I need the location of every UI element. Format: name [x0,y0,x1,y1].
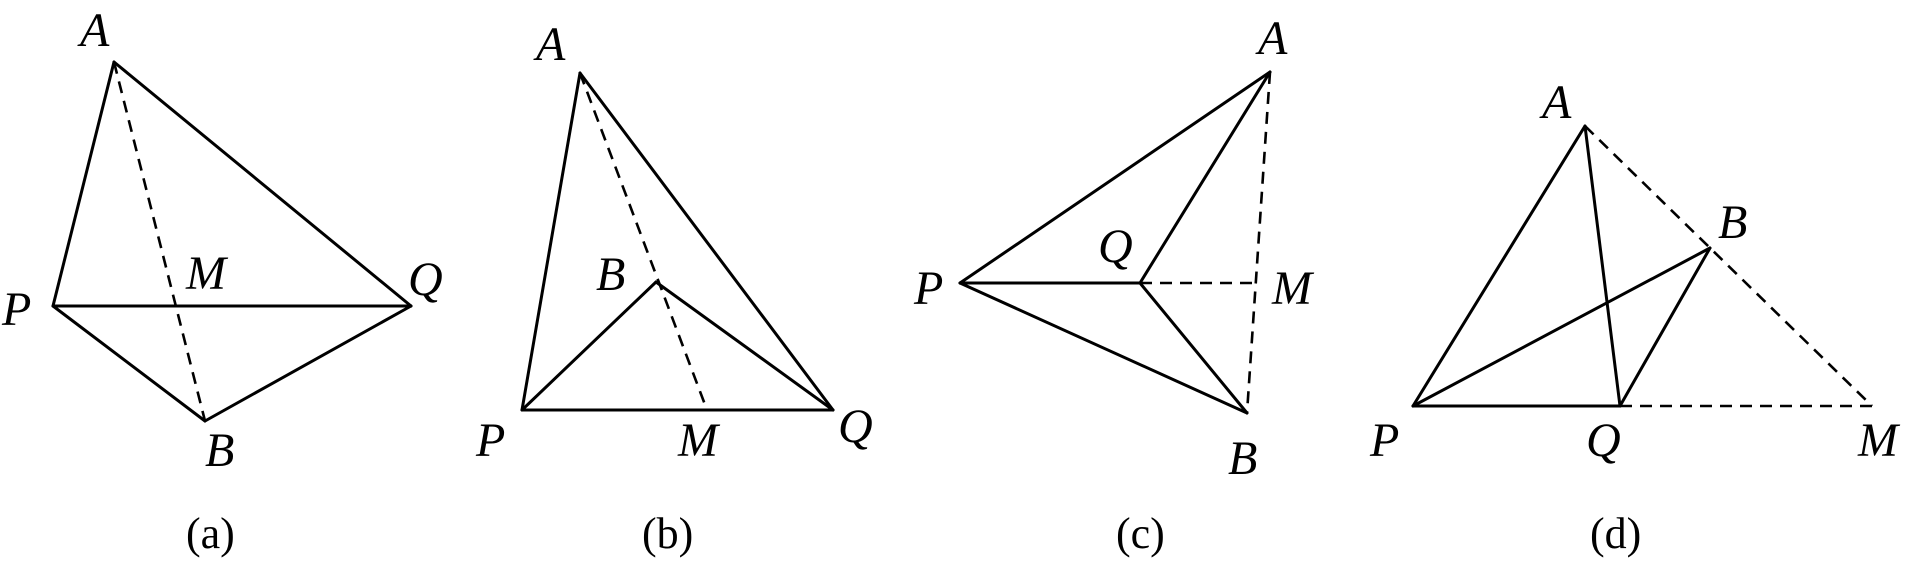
edge-aq [578,71,835,412]
caption-a: (a) [186,509,235,558]
label-point-a: A [77,4,110,57]
label-point-b: B [596,248,625,301]
edge-ab-hidden [112,61,207,422]
caption-b: (b) [642,509,693,558]
label-point-m: M [185,247,229,300]
edge-ab-hidden [1245,71,1272,414]
label-point-q: Q [1098,220,1133,273]
edge-ap [520,71,582,412]
edge-pa [958,70,1272,285]
edge-pb [51,304,207,423]
label-point-a: A [1255,12,1288,65]
panel-d: A B P Q M (d) [1369,76,1901,558]
label-point-m: M [1271,262,1315,315]
edge-aq [1583,124,1622,408]
edge-pa [1411,124,1587,408]
caption-c: (c) [1116,509,1165,558]
label-point-b: B [205,424,234,477]
label-point-q: Q [408,253,443,306]
label-point-p: P [475,414,505,467]
edge-bq [654,280,835,412]
edge-am-hidden [1584,125,1873,407]
edge-qa [1138,70,1272,285]
edge-pb [958,281,1249,415]
edge-ap [51,60,116,308]
label-point-p: P [1,283,31,336]
label-point-p: P [913,262,943,315]
edge-aq [112,60,413,308]
label-point-a: A [1539,76,1572,129]
label-point-q: Q [838,400,873,453]
edge-qb [1618,246,1712,408]
edge-qb [203,304,413,423]
edge-am-hidden [578,72,709,411]
edge-qb [1138,281,1249,415]
panel-a: A P M Q B (a) [1,4,443,558]
panel-c: A Q P M B (c) [913,12,1315,558]
label-point-p: P [1369,414,1399,467]
caption-d: (d) [1590,509,1641,558]
label-point-m: M [1857,414,1901,467]
label-point-q: Q [1586,414,1621,467]
label-point-a: A [533,18,566,71]
label-point-b: B [1718,196,1747,249]
edge-pb [1411,246,1712,408]
edge-pb [520,280,658,412]
panel-b: A B P M Q (b) [475,18,873,558]
label-point-b: B [1228,432,1257,485]
label-point-m: M [677,414,721,467]
